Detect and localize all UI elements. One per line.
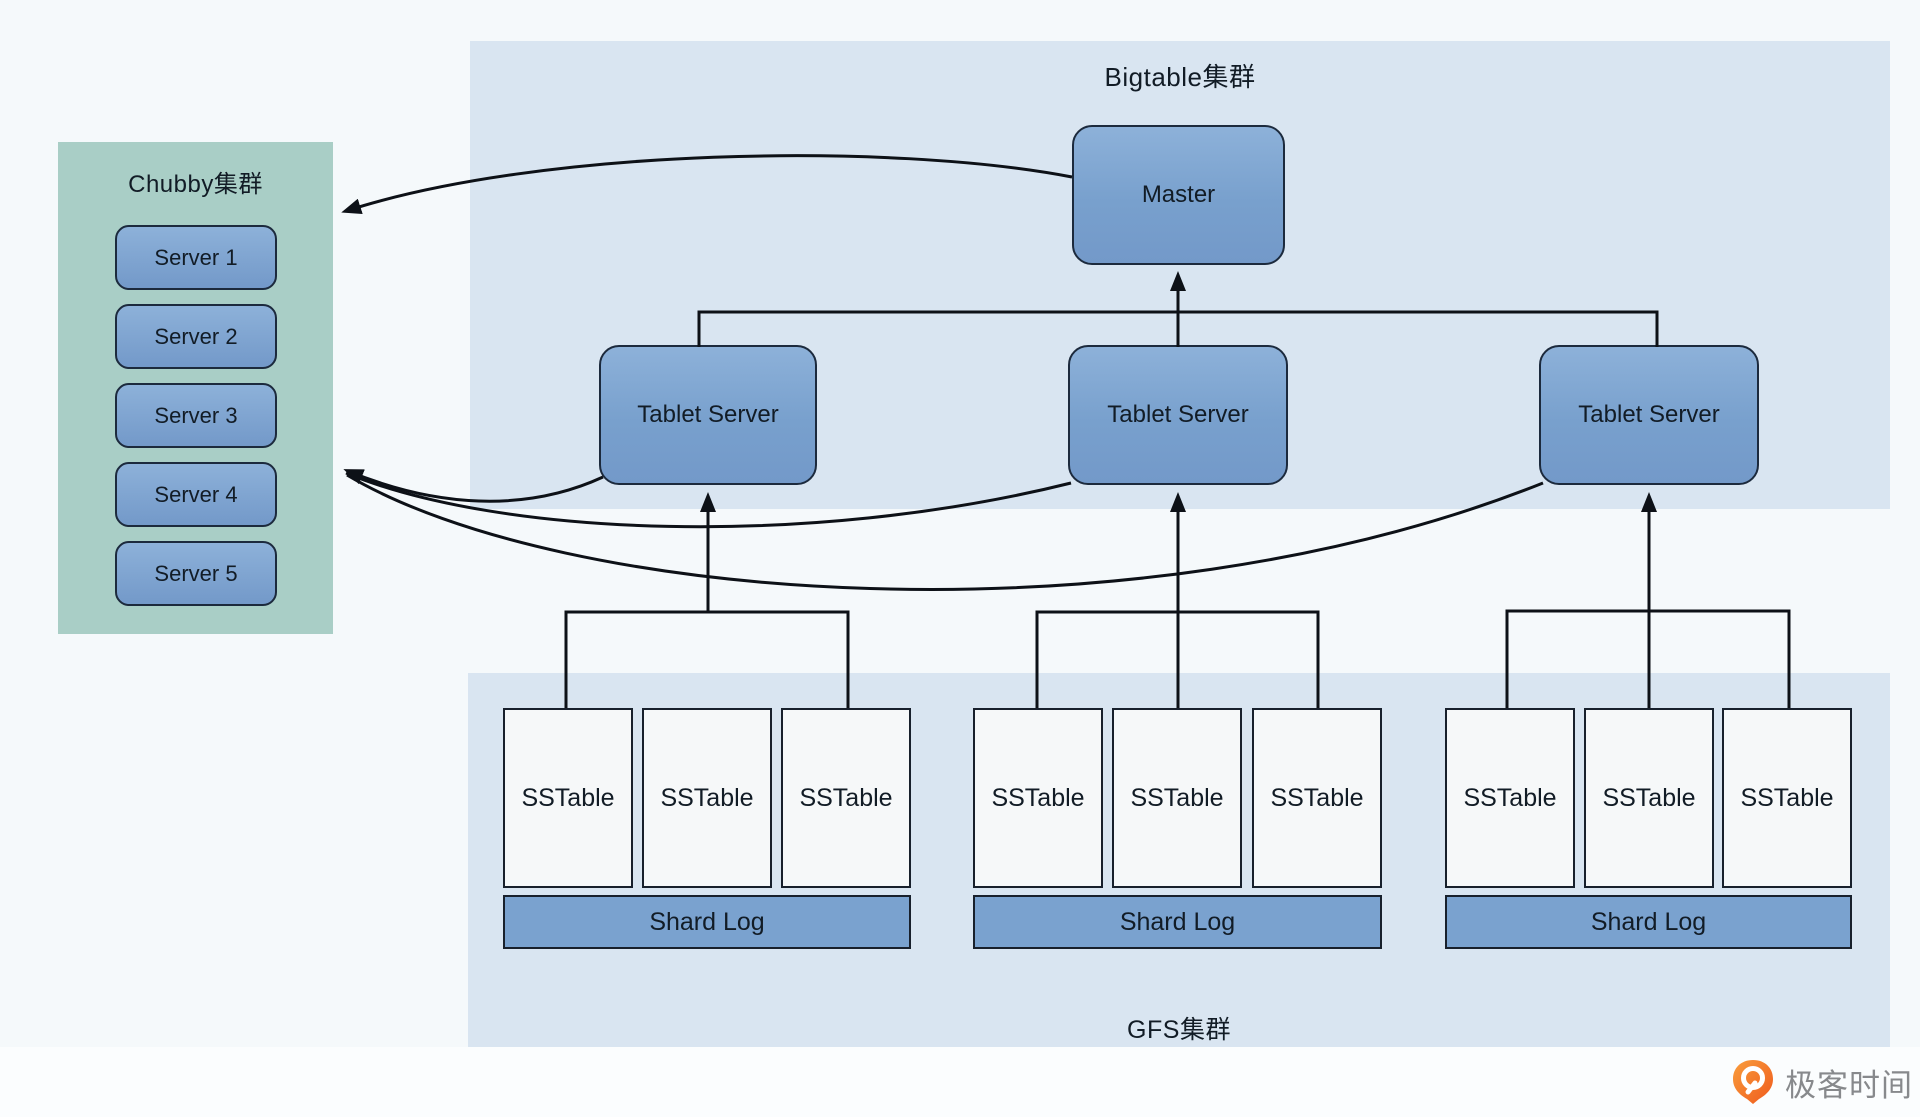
chubby-cluster-panel: Chubby集群 Server 1 Server 2 Server 3 Serv… [58,142,333,634]
sstable-node: SSTable [642,708,772,888]
geektime-logo-text: 极客时间 [1785,1067,1913,1103]
sstable-node: SSTable [1722,708,1852,888]
tablet-server-1-node: Tablet Server [599,345,817,485]
sstable-node: SSTable [973,708,1103,888]
sstable-node: SSTable [781,708,911,888]
chubby-server-4-node: Server 4 [115,462,277,527]
geektime-logo-icon [1733,1060,1773,1104]
chubby-server-5-node: Server 5 [115,541,277,606]
sstable-node: SSTable [1112,708,1242,888]
geektime-logo: 极客时间 [1730,1058,1913,1106]
gfs-cluster-title: GFS集群 [1127,1016,1231,1044]
chubby-cluster-title: Chubby集群 [128,171,263,198]
sstable-node: SSTable [1584,708,1714,888]
sstable-node: SSTable [503,708,633,888]
chubby-server-1-node: Server 1 [115,225,277,290]
chubby-server-2-node: Server 2 [115,304,277,369]
shard-log-bar: Shard Log [973,895,1382,949]
chubby-server-3-node: Server 3 [115,383,277,448]
bigtable-cluster-title: Bigtable集群 [1104,62,1256,92]
tablet-server-3-node: Tablet Server [1539,345,1759,485]
shard-log-bar: Shard Log [1445,895,1852,949]
tablet-server-2-node: Tablet Server [1068,345,1288,485]
shard-log-bar: Shard Log [503,895,911,949]
bottom-strip [0,1047,1920,1117]
master-node: Master [1072,125,1285,265]
sstable-node: SSTable [1445,708,1575,888]
sstable-node: SSTable [1252,708,1382,888]
